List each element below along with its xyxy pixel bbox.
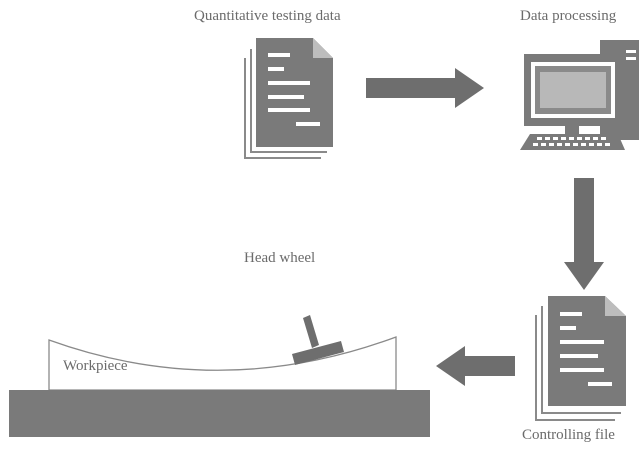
- workpiece-shape: [48, 336, 397, 391]
- base-plate-icon: [9, 390, 430, 437]
- head-wheel-label: Head wheel: [244, 250, 316, 266]
- quantitative-testing-data-label: Quantitative testing data: [194, 8, 341, 24]
- computer-icon: [520, 40, 639, 150]
- controlling-file-label: Controlling file: [522, 427, 615, 443]
- quantitative-data-document-icon: [244, 38, 333, 159]
- data-processing-label: Data processing: [520, 8, 617, 24]
- arrow-right-icon: [366, 68, 484, 108]
- controlling-file-document-icon: [535, 296, 626, 421]
- arrow-left-icon: [436, 346, 515, 386]
- arrow-down-icon: [564, 178, 604, 290]
- workpiece-label: Workpiece: [63, 358, 128, 374]
- head-wheel-icon: [292, 315, 344, 365]
